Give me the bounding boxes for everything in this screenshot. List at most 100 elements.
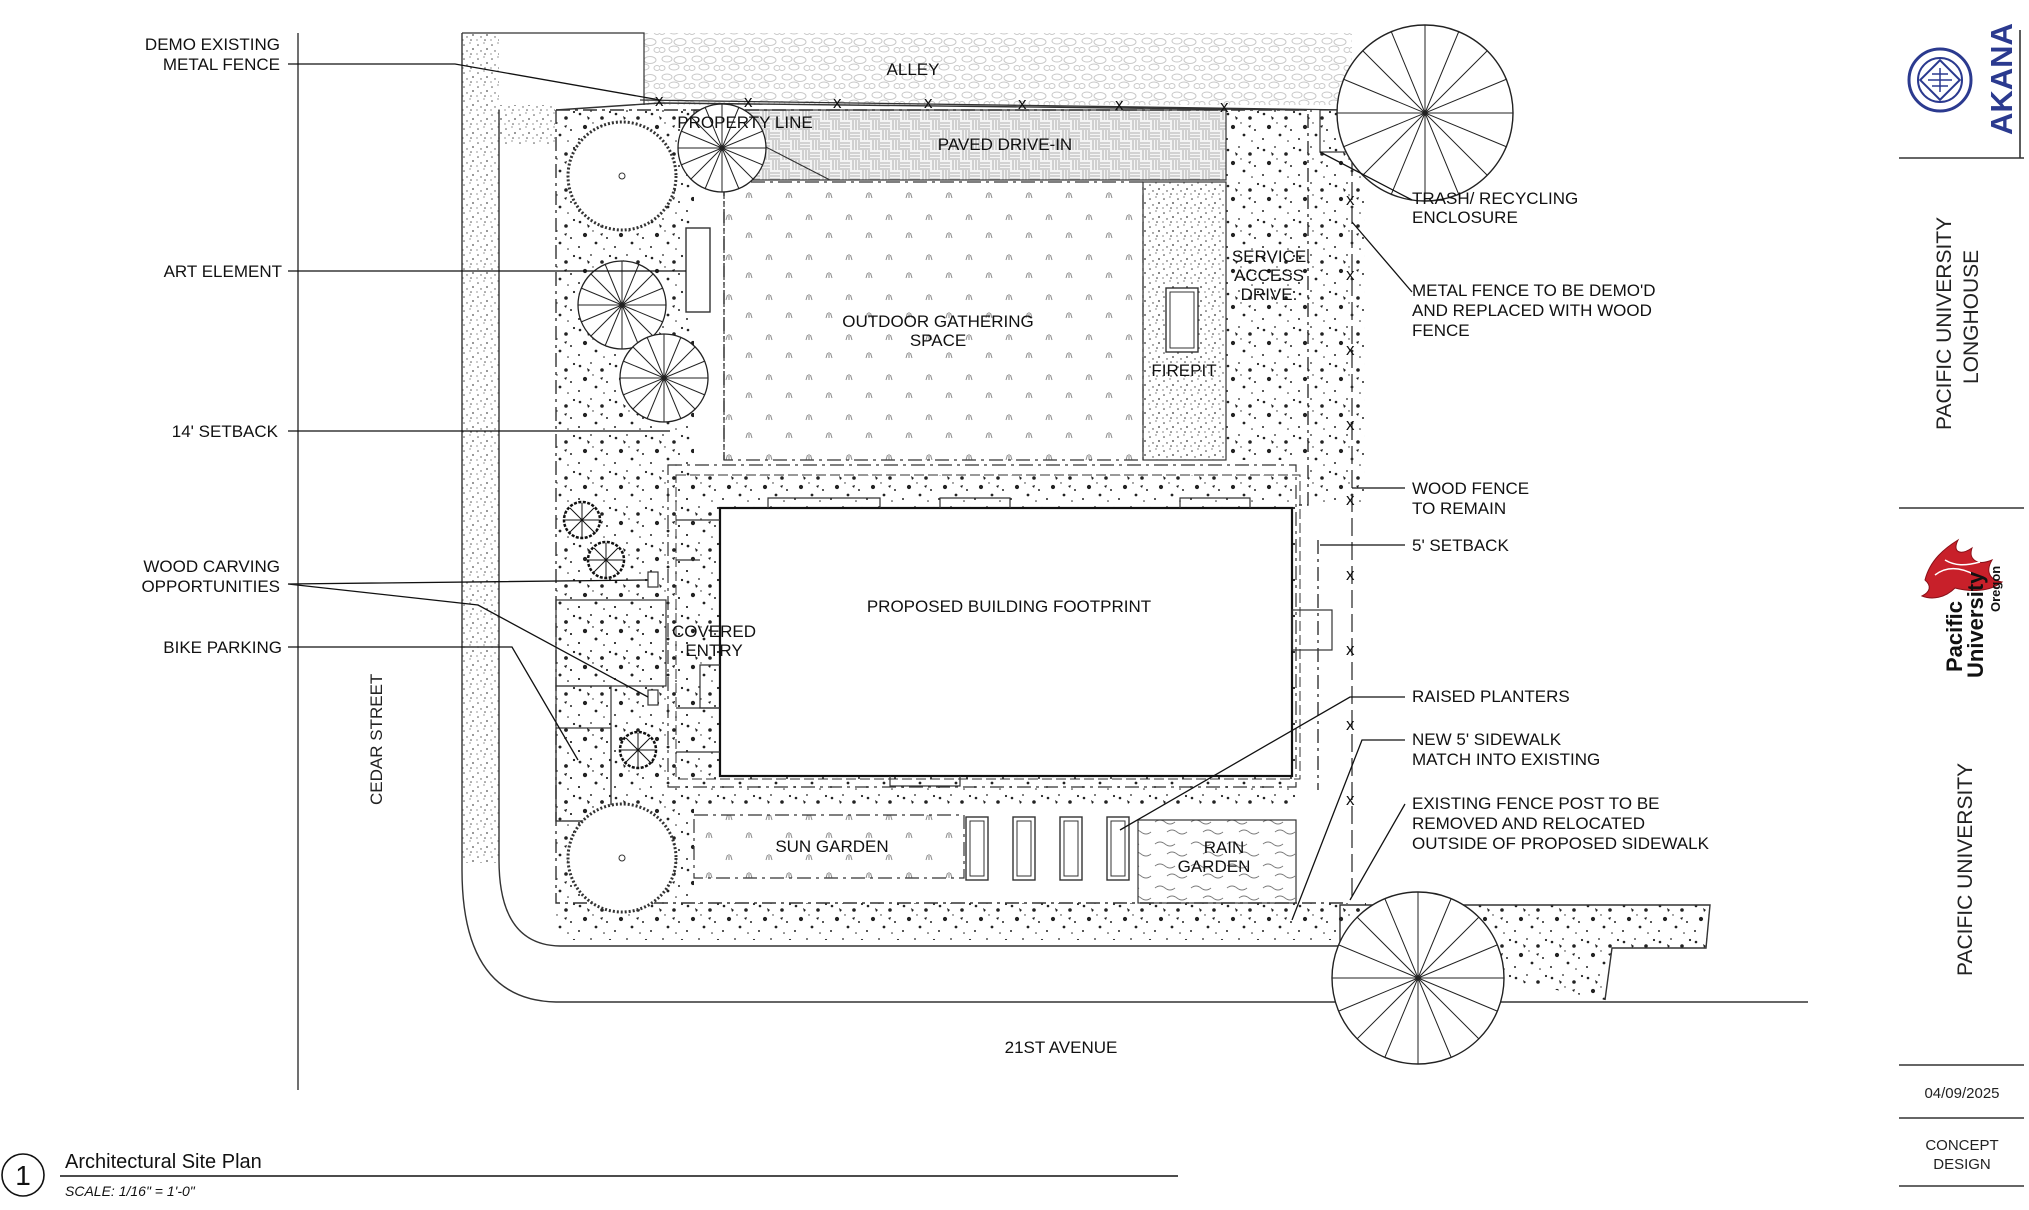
svg-text:x: x [1346,640,1355,659]
trees [562,24,1514,1065]
pacific-logo-text-3: Oregon [1988,566,2003,612]
drawing-number-bubble [1,1153,45,1197]
callout-wood-fence-2: TO REMAIN [1412,499,1506,518]
leader-fence-post [1349,803,1406,901]
label-sun-garden: SUN GARDEN [775,837,888,856]
svg-text:x: x [1346,490,1355,509]
svg-text:x: x [833,93,842,112]
drawing-title: 1 Architectural Site Plan SCALE: 1/16" =… [1,1151,1178,1199]
tree-radial-large [1331,891,1505,1065]
leader-metal-fence [1351,221,1413,293]
leader-raised-planters [1119,696,1405,831]
svg-text:x: x [1346,790,1355,809]
callout-trash-1: TRASH/ RECYCLING [1412,189,1578,208]
callout-art-element: ART ELEMENT [164,262,282,281]
tree-radial-large [1336,24,1514,202]
callout-fence-post-1: EXISTING FENCE POST TO BE [1412,794,1660,813]
callouts-right: TRASH/ RECYCLING ENCLOSURE METAL FENCE T… [1119,151,1710,921]
label-covered-1: COVERED [672,622,756,641]
pacific-logo-text-1: Pacific [1942,601,1967,672]
label-paved-drive-in: PAVED DRIVE-IN [938,135,1072,154]
drawing-title-text: Architectural Site Plan [65,1151,262,1173]
callout-wood-carving-1: WOOD CARVING [143,557,280,576]
callout-raised-planters: RAISED PLANTERS [1412,687,1570,706]
callout-setback-14: 14' SETBACK [172,422,279,441]
project-name-1: PACIFIC UNIVERSITY [1933,217,1956,430]
callout-bike-parking: BIKE PARKING [163,638,282,657]
svg-text:x: x [1220,97,1229,116]
label-alley: ALLEY [887,60,940,79]
shrub [586,540,626,580]
svg-text:x: x [1115,95,1124,114]
fence-lines: x x x x x x x x x x x x x x x x x [639,91,1355,900]
akana-logo: AKANA [1907,23,2019,135]
svg-text:x: x [1346,415,1355,434]
raised-planters [965,816,1130,881]
callout-trash-2: ENCLOSURE [1412,208,1518,227]
callout-metal-fence-2: AND REPLACED WITH WOOD [1412,301,1652,320]
pacific-logo-text-2: University [1963,571,1988,678]
label-cedar-street: CEDAR STREET [367,674,386,805]
akana-logo-text: AKANA [1984,23,2019,135]
leader-bike-parking [288,646,579,761]
tree-radial [577,260,667,350]
issue-date: 04/09/2025 [1924,1085,1999,1102]
drawing-number: 1 [15,1160,31,1191]
plan-labels: ALLEY PROPERTY LINE PAVED DRIVE-IN OUTDO… [367,60,1306,1057]
svg-text:x: x [1346,565,1355,584]
leader-wood-carving [287,579,649,698]
label-service-1: SERVICE [1232,247,1306,266]
callout-demo-fence-1: DEMO EXISTING [145,35,280,54]
sheet-sidebar: AKANA PACIFIC UNIVERSITY LONGHOUSE Pacif… [1899,23,2024,1187]
svg-text:x: x [1346,190,1355,209]
tree-large-canopy [566,120,678,232]
label-outdoor-gathering-2: SPACE [910,331,966,350]
svg-text:x: x [1346,340,1355,359]
callout-fence-post-2: REMOVED AND RELOCATED [1412,814,1645,833]
callout-sidewalk-1: NEW 5' SIDEWALK [1412,730,1562,749]
shrub [562,500,602,540]
building-footprint [667,464,1333,788]
callout-fence-post-3: OUTSIDE OF PROPOSED SIDEWALK [1412,834,1710,853]
label-covered-2: ENTRY [685,641,742,660]
label-outdoor-gathering-1: OUTDOOR GATHERING [842,312,1033,331]
tree-radial [677,103,767,193]
label-service-2: ACCESS [1234,266,1304,285]
callout-metal-fence-3: FENCE [1412,321,1470,340]
svg-text:x: x [924,93,933,112]
label-21st-avenue: 21ST AVENUE [1005,1038,1118,1057]
callout-wood-fence-1: WOOD FENCE [1412,479,1529,498]
tree-large-canopy [566,802,678,914]
phase-2: DESIGN [1933,1156,1991,1173]
svg-text:x: x [1346,715,1355,734]
pacific-university-logo: Pacific University Oregon [1920,538,2004,678]
phase-1: CONCEPT [1925,1137,1998,1154]
client-name: PACIFIC UNIVERSITY [1954,763,1977,976]
svg-text:x: x [744,92,753,111]
shrub [618,730,658,770]
leader-trash [1319,151,1413,201]
wood-carving-posts [647,571,659,706]
svg-text:x: x [1346,265,1355,284]
landscape-areas [555,181,1297,904]
leader-demo-fence [288,63,661,101]
callout-wood-carving-2: OPPORTUNITIES [141,577,280,596]
drawing-scale: SCALE: 1/16" = 1'-0" [65,1183,196,1199]
callout-sidewalk-2: MATCH INTO EXISTING [1412,750,1600,769]
callout-metal-fence-1: METAL FENCE TO BE DEMO'D [1412,281,1656,300]
label-property-line: PROPERTY LINE [677,113,812,132]
property-lines [555,102,1345,904]
svg-text:x: x [1018,94,1027,113]
label-firepit: FIREPIT [1151,361,1216,380]
callout-demo-fence-2: METAL FENCE [163,55,280,74]
label-service-3: DRIVE. [1241,285,1298,304]
callout-setback-5: 5' SETBACK [1412,536,1509,555]
tree-radial [619,333,709,423]
label-rain-1: RAIN [1204,838,1245,857]
pacific-flame-icon [1920,538,2004,599]
callouts-left: DEMO EXISTING METAL FENCE ART ELEMENT 14… [141,35,686,761]
leader-sidewalk [1291,739,1405,921]
project-name-2: LONGHOUSE [1960,250,1983,384]
label-building: PROPOSED BUILDING FOOTPRINT [867,597,1151,616]
